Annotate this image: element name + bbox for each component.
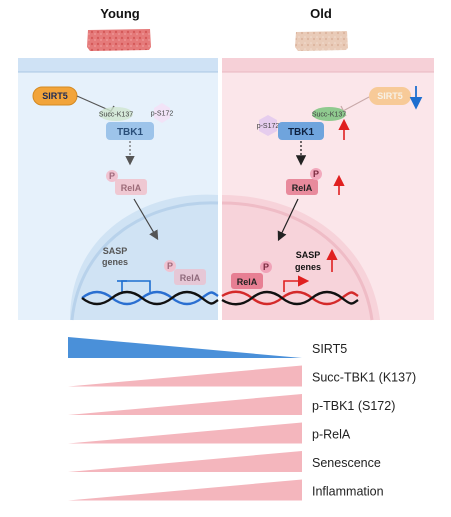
svg-text:SASP: SASP	[296, 250, 321, 260]
trend-wedge	[68, 337, 302, 358]
old-succ-k137-mod: Succ-K137	[312, 107, 346, 121]
svg-text:TBK1: TBK1	[117, 127, 144, 138]
trend-row-inflammation: Inflammation	[68, 479, 384, 501]
young-tbk1-box: TBK1	[106, 122, 154, 140]
svg-text:SIRT5: SIRT5	[377, 91, 403, 101]
svg-text:P: P	[109, 171, 115, 181]
svg-text:RelA: RelA	[237, 277, 258, 287]
trend-row-senescence: Senescence	[68, 451, 381, 472]
young-sirt5-badge: SIRT5	[32, 86, 78, 106]
young-tissue-image	[87, 29, 151, 51]
svg-text:P: P	[263, 262, 269, 272]
trend-wedge	[68, 451, 302, 472]
young-rela-box: RelA P	[106, 170, 147, 195]
svg-text:genes: genes	[295, 262, 321, 272]
svg-text:RelA: RelA	[121, 183, 142, 193]
trend-wedge	[68, 394, 302, 415]
old-tissue-image	[295, 31, 348, 51]
young-rela-translocation-arrow	[133, 198, 159, 241]
svg-text:Succ-K137: Succ-K137	[312, 112, 346, 119]
old-promoter-active	[283, 275, 310, 292]
trend-label: SIRT5	[312, 342, 347, 356]
old-sirt5-inhibition	[342, 96, 370, 112]
trend-row-p-rela: p-RelA	[68, 422, 351, 444]
trend-row-p-tbk1-s172: p-TBK1 (S172)	[68, 394, 395, 415]
trend-label: p-TBK1 (S172)	[312, 399, 395, 413]
young-rela-dna-bound: RelA P	[164, 260, 206, 285]
old-ps172-mod: p-S172	[257, 115, 280, 136]
young-promoter-blocked	[121, 280, 151, 292]
svg-text:RelA: RelA	[292, 183, 313, 193]
young-succ-k137-mod: Succ-K137	[99, 107, 133, 121]
trend-row-sirt5: SIRT5	[68, 337, 347, 358]
trend-wedge	[68, 422, 302, 444]
old-sasp-label: SASP genes	[295, 250, 321, 272]
trend-label: p-RelA	[312, 428, 351, 442]
old-title: Old	[310, 6, 332, 21]
trend-label: Inflammation	[312, 485, 384, 499]
old-tbk1-box: TBK1	[278, 122, 324, 140]
young-ps172-mod: p-S172	[151, 103, 174, 123]
svg-text:genes: genes	[102, 257, 128, 267]
svg-text:SASP: SASP	[103, 246, 128, 256]
svg-text:p-S172: p-S172	[257, 123, 280, 130]
old-rela-dna-bound: RelA P	[231, 261, 272, 289]
trend-wedge	[68, 365, 302, 387]
young-title: Young	[100, 6, 140, 21]
svg-text:TBK1: TBK1	[288, 127, 315, 138]
young-dna-helix	[81, 290, 219, 306]
svg-text:Succ-K137: Succ-K137	[99, 112, 133, 119]
old-dna-helix	[221, 290, 359, 306]
young-sirt5-inhibition	[76, 95, 112, 112]
trend-label: Succ-TBK1 (K137)	[312, 371, 416, 385]
young-sasp-label: SASP genes	[102, 246, 128, 267]
svg-text:P: P	[313, 169, 319, 179]
old-sirt5-badge: SIRT5	[369, 87, 411, 105]
old-rela-box: RelA P	[286, 168, 322, 195]
trend-wedge	[68, 479, 302, 501]
svg-text:RelA: RelA	[180, 273, 201, 283]
old-rela-translocation-arrow	[277, 198, 299, 242]
svg-text:SIRT5: SIRT5	[42, 91, 68, 101]
svg-text:p-S172: p-S172	[151, 111, 174, 118]
svg-text:P: P	[167, 261, 173, 271]
trend-label: Senescence	[312, 456, 381, 470]
trend-row-succ-tbk1-k137: Succ-TBK1 (K137)	[68, 365, 416, 387]
